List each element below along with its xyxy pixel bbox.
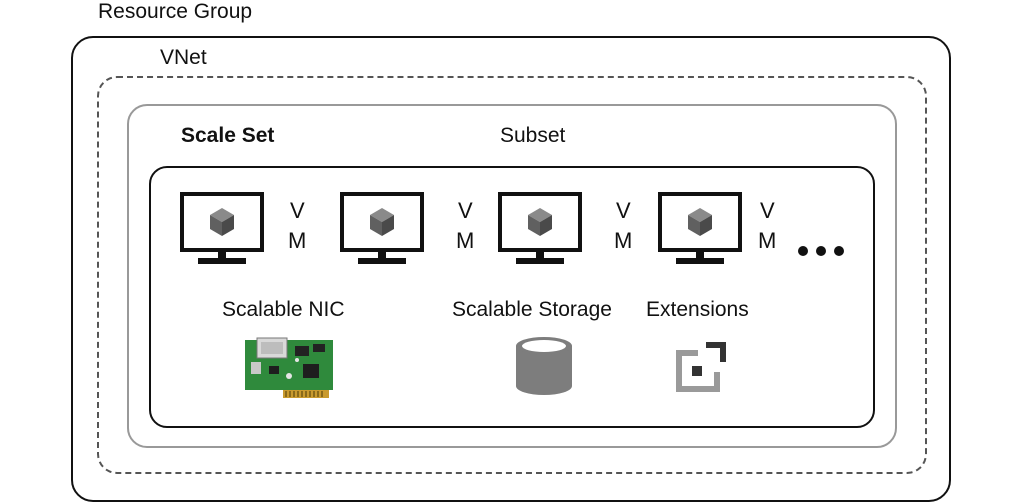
resource-group-label: Resource Group [98, 0, 253, 23]
vm-monitor-icon [340, 192, 424, 266]
resource-group-container [71, 36, 951, 502]
vm-label-m: M [288, 228, 307, 253]
vnet-container [97, 76, 927, 474]
extensions-label: Extensions [646, 298, 749, 321]
extensions-icon [676, 342, 726, 392]
scale-set-container [149, 166, 875, 428]
network-card-icon [245, 337, 333, 398]
vm-label-m: M [614, 228, 633, 253]
scale-set-label: Scale Set [181, 124, 275, 147]
vm-monitor-icon [180, 192, 264, 266]
vm-monitor-icon [498, 192, 582, 266]
vm-label-m: M [758, 228, 777, 253]
vm-label-v: V [760, 198, 775, 223]
vnet-label: VNet [160, 46, 207, 69]
storage-cylinder-icon [516, 337, 572, 395]
subset-label: Subset [500, 124, 566, 147]
scalable-nic-label: Scalable NIC [222, 298, 345, 321]
vm-monitor-icon [658, 192, 742, 266]
vm-label-m: M [456, 228, 475, 253]
scalable-storage-label: Scalable Storage [452, 298, 612, 321]
vm-label-v: V [290, 198, 305, 223]
subset-container [127, 104, 897, 448]
vm-label-v: V [616, 198, 631, 223]
vm-label-v: V [458, 198, 473, 223]
